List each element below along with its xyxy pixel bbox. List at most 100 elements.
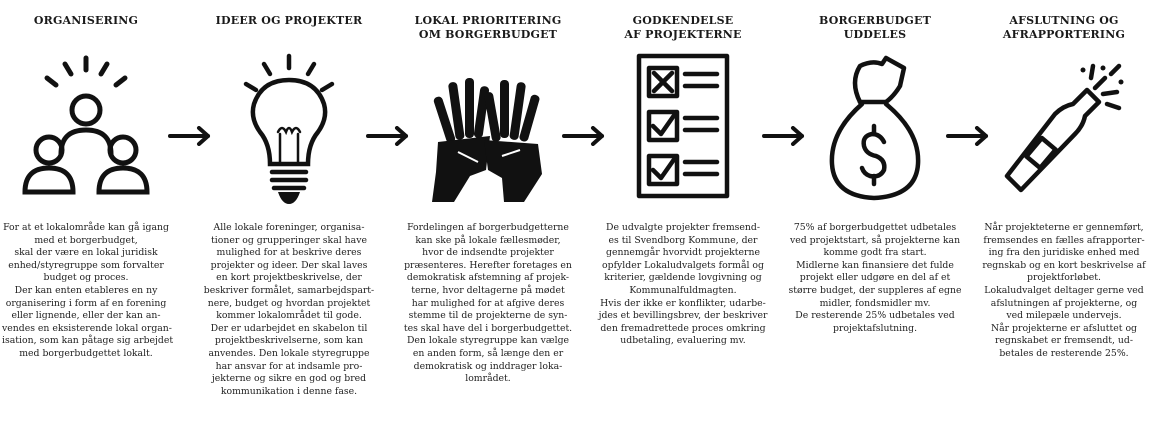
desc-line: demokratisk afstemning af projek-: [406, 272, 570, 284]
desc-line: jekterne og sikre en god og bred: [211, 373, 367, 385]
desc-line: 75% af borgerbudgettet udbetales: [793, 222, 957, 233]
desc-line: skal der være en lokal juridisk: [14, 247, 158, 259]
money-bag-icon: [820, 52, 930, 206]
champagne-bottle-icon: [999, 52, 1129, 206]
desc-line: større budget, der suppleres af egne: [788, 284, 962, 296]
arrow-right-icon: [366, 126, 408, 146]
desc-line: Der kan enten etableres en ny: [14, 284, 158, 296]
desc-line: es til Svendborg Kommune, der: [608, 234, 758, 246]
step-title-line: BORGERBUDGET: [819, 14, 931, 27]
desc-line: hvor de indsendte projekter: [422, 247, 554, 259]
desc-line: projektbeskrivelserne, som kan: [214, 335, 364, 347]
desc-line: For at et lokalområde kan gå igang: [3, 222, 169, 233]
step-title: GODKENDELSE AF PROJEKTERNE: [592, 14, 774, 42]
step-title: AFSLUTNING OG AFRAPPORTERING: [972, 14, 1156, 42]
desc-line: isation, som kan påtage sig arbejdet: [2, 335, 174, 347]
desc-line: projektforløbet.: [1027, 272, 1101, 284]
step-title-line: AFSLUTNING OG: [1009, 14, 1119, 27]
desc-line: terne, hvor deltagerne på mødet: [411, 284, 565, 296]
desc-line: enhed/styregruppe som forvalter: [8, 259, 164, 271]
desc-line: kommer lokalområdet til gode.: [216, 310, 362, 322]
desc-line: jdes et bevillingsbrev, der beskriver: [598, 310, 768, 322]
desc-line: Når projekterne er afsluttet og: [990, 322, 1138, 334]
desc-line: projektafslutning.: [832, 322, 918, 334]
desc-line: nere, budget og hvordan projektet: [207, 297, 371, 309]
desc-line: midler, fondsmidler mv.: [819, 297, 931, 309]
people-group-icon: [21, 52, 151, 206]
lightbulb-icon: [234, 52, 344, 216]
desc-line: Den lokale styregruppe kan vælge: [406, 335, 570, 347]
desc-line: komme godt fra start.: [823, 247, 927, 259]
step-title: ORGANISERING: [2, 14, 170, 28]
desc-line: kan ske på lokale fællesmøder,: [415, 234, 561, 246]
desc-line: gennemgår hvorvidt projekterne: [606, 247, 760, 259]
desc-line: eller lignende, eller der kan an-: [11, 310, 161, 322]
desc-line: tioner og grupperinger skal have: [211, 234, 367, 246]
step-title: BORGERBUDGET UDDELES: [782, 14, 968, 42]
step-title-line: IDEER OG PROJEKTER: [215, 14, 363, 27]
step-title-line: GODKENDELSE: [632, 14, 734, 27]
desc-line: anvendes. Den lokale styregruppe: [208, 347, 370, 359]
desc-line: den fremadrettede proces omkring: [600, 322, 766, 334]
desc-line: Der er udarbejdet en skabelon til: [210, 322, 368, 334]
desc-line: med et borgerbudget,: [34, 234, 138, 246]
desc-line: ved milepæle undervejs.: [1006, 310, 1122, 322]
desc-line: regnskab og en kort beskrivelse af: [982, 259, 1146, 271]
desc-line: Hvis der ikke er konflikter, udarbe-: [600, 297, 766, 309]
desc-line: afslutningen af projekterne, og: [990, 297, 1138, 309]
desc-line: Midlerne kan finansiere det fulde: [796, 259, 954, 271]
desc-line: projekt eller udgøre en del af et: [799, 272, 951, 284]
arrow-right-icon: [946, 126, 988, 146]
step-title-line: ORGANISERING: [33, 14, 139, 27]
desc-line: Lokaludvalget deltager gerne ved: [984, 284, 1144, 296]
desc-line: med borgerbudgettet lokalt.: [19, 347, 153, 359]
step-description: Alle lokale foreninger, organisa- tioner…: [200, 222, 378, 398]
desc-line: kriterier, gældende lovgivning og: [604, 272, 762, 284]
desc-line: regnskabet er fremsendt, ud-: [994, 335, 1134, 347]
desc-line: projekter og ideer. Der skal laves: [210, 259, 368, 271]
desc-line: har mulighed for at afgive deres: [411, 297, 565, 309]
step-title: LOKAL PRIORITERING OM BORGERBUDGET: [400, 14, 576, 42]
desc-line: Alle lokale foreninger, organisa-: [213, 222, 365, 233]
desc-line: betales de resterende 25%.: [999, 347, 1129, 359]
desc-line: ved projektstart, så projekterne kan: [789, 234, 961, 246]
desc-line: udbetaling, evaluering mv.: [620, 335, 746, 347]
step-description: 75% af borgerbudgettet udbetales ved pro…: [782, 222, 968, 335]
step-description: Når projekteterne er gennemført, fremsen…: [972, 222, 1156, 361]
step-description: Fordelingen af borgerbudgetterne kan ske…: [400, 222, 576, 386]
desc-line: vendes en eksisterende lokal organ-: [2, 322, 172, 334]
desc-line: mulighed for at beskrive deres: [216, 247, 362, 259]
step-title: IDEER OG PROJEKTER: [200, 14, 378, 28]
desc-line: fremsendes en fælles afrapporter-: [983, 234, 1145, 246]
desc-line: Fordelingen af borgerbudgetterne: [407, 222, 569, 233]
desc-line: De udvalgte projekter fremsend-: [606, 222, 760, 233]
desc-line: De resterende 25% udbetales ved: [795, 310, 955, 322]
desc-line: opfylder Lokaludvalgets formål og: [602, 259, 764, 271]
step-title-line: AFRAPPORTERING: [1002, 28, 1126, 41]
desc-line: Kommunalfuldmagten.: [629, 284, 737, 296]
step-title-line: OM BORGERBUDGET: [418, 28, 558, 41]
desc-line: budget og proces.: [43, 272, 129, 284]
desc-line: demokratisk og inddrager loka-: [413, 360, 563, 372]
step-title-line: AF PROJEKTERNE: [624, 28, 742, 41]
desc-line: ing fra den juridiske enhed med: [988, 247, 1140, 259]
desc-line: tes skal have del i borgerbudgettet.: [403, 322, 573, 334]
desc-line: kommunikation i denne fase.: [220, 385, 358, 397]
desc-line: beskriver formålet, samarbejdspart-: [203, 284, 375, 296]
desc-line: en kort projektbeskrivelse, der: [216, 272, 362, 284]
desc-line: præsenteres. Herefter foretages en: [404, 259, 572, 271]
arrow-right-icon: [562, 126, 604, 146]
desc-line: Når projekteterne er gennemført,: [984, 222, 1144, 233]
desc-line: lområdet.: [465, 373, 511, 385]
desc-line: har ansvar for at indsamle pro-: [215, 360, 363, 372]
arrow-right-icon: [762, 126, 804, 146]
step-description: De udvalgte projekter fremsend- es til S…: [592, 222, 774, 348]
step-title-line: LOKAL PRIORITERING: [414, 14, 562, 27]
checklist-icon: [633, 52, 733, 206]
arrow-right-icon: [168, 126, 210, 146]
raised-hands-icon: [418, 52, 558, 206]
desc-line: organisering i form af en forening: [5, 297, 167, 309]
step-description: For at et lokalområde kan gå igang med e…: [2, 222, 174, 361]
desc-line: en anden form, så længe den er: [412, 347, 564, 359]
step-title-line: UDDELES: [843, 28, 907, 41]
